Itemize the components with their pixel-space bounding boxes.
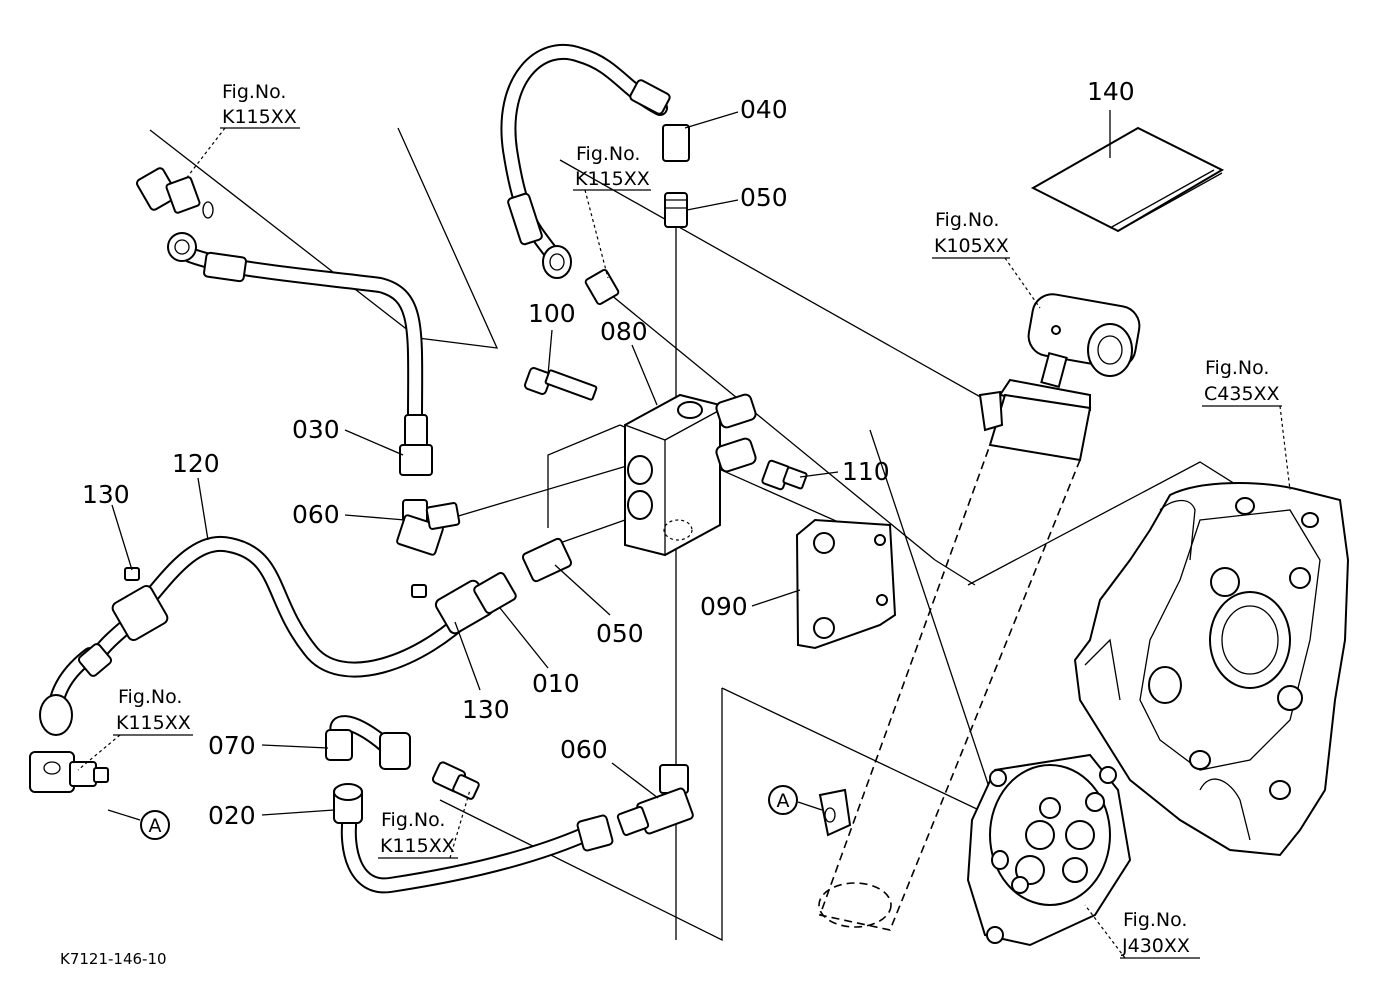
label-060-bottom: 060 [560,735,608,764]
fig-ref-k105-prefix: Fig.No. [935,209,999,231]
label-090: 090 [700,592,748,621]
part-110-fitting [761,459,808,491]
fig-ref-k115-topleft-code: K115XX [222,106,297,128]
marker-left-text: A [149,815,162,837]
upper-left-hose [135,167,461,556]
upper-hose [500,43,690,306]
fig-ref-k115-left-prefix: Fig.No. [118,686,182,708]
fig-ref-c435-prefix: Fig.No. [1205,357,1269,379]
part-120-hose [29,535,573,793]
label-050-mid: 050 [596,619,644,648]
label-100: 100 [528,299,576,328]
fig-ref-j430-code: J430XX [1121,935,1190,957]
fig-ref-c435-code: C435XX [1204,383,1280,405]
fig-ref-k115-left-code: K115XX [116,712,191,734]
guide-lines [149,127,1346,942]
label-110: 110 [842,457,890,486]
part-100-bolt [524,367,598,401]
connection-marker-left: A [107,809,170,840]
transmission-housing [1073,482,1350,857]
part-080-valve-block [624,393,757,557]
diagram-code: K7121-146-10 [60,950,167,968]
fig-ref-k115-topleft-prefix: Fig.No. [222,81,286,103]
hydraulic-cylinder [818,293,1141,931]
fig-ref-j430-prefix: Fig.No. [1123,909,1187,931]
label-130-mid: 130 [462,695,510,724]
label-130-left: 130 [82,480,130,509]
label-070: 070 [208,731,256,760]
label-120: 120 [172,449,220,478]
fig-ref-k115-bottom-prefix: Fig.No. [381,809,445,831]
fig-ref-k115-top-code: K115XX [575,168,650,190]
label-030: 030 [292,415,340,444]
fig-ref-k105-code: K105XX [934,235,1009,257]
connection-marker-right: A [768,785,823,815]
label-020: 020 [208,801,256,830]
label-010: 010 [532,669,580,698]
part-labels: 040 050 140 100 080 030 120 130 060 110 … [82,77,1135,830]
part-140-sheet [1030,126,1225,233]
marker-right-text: A [777,790,790,812]
fig-ref-k115-top-prefix: Fig.No. [576,143,640,165]
label-140: 140 [1087,77,1135,106]
part-020-hose [325,715,694,894]
fig-ref-k115-bottom-code: K115XX [380,835,455,857]
part-090-bracket [795,518,897,650]
label-040: 040 [740,95,788,124]
fig-ref-leaders [77,127,1291,959]
label-leaders [111,110,1111,816]
fig-references: Fig.No. K115XX Fig.No. K115XX Fig.No. K1… [116,81,1280,957]
label-060-left: 060 [292,500,340,529]
hydraulic-pump [966,753,1132,947]
label-080: 080 [600,317,648,346]
label-050-top: 050 [740,183,788,212]
